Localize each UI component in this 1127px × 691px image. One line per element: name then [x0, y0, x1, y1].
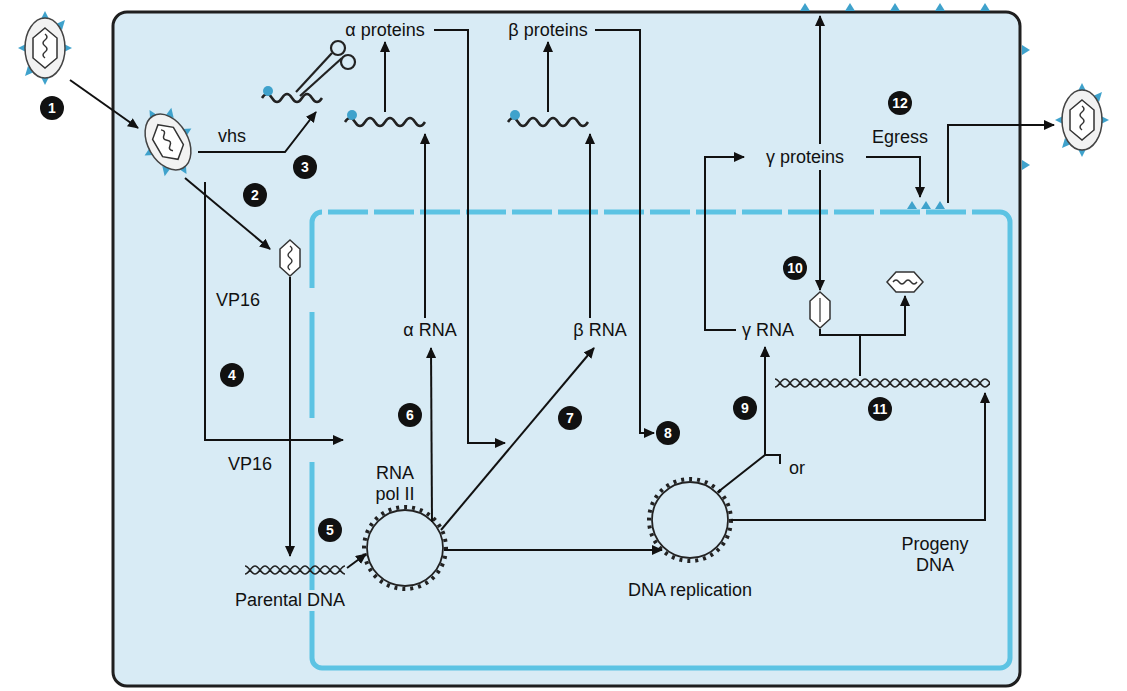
nuclear-pores — [322, 209, 1000, 216]
empty-capsid — [819, 298, 820, 322]
circular-dna — [364, 507, 446, 589]
text-label: vhs — [216, 126, 248, 147]
callout-number: 12 — [888, 91, 912, 115]
callout-number: 2 — [243, 183, 267, 207]
text-label: VP16 — [214, 290, 262, 311]
text-label: α RNA — [401, 320, 458, 341]
virion-fusing — [126, 96, 210, 187]
flow-arrows — [70, 16, 1054, 568]
callout-number: 7 — [558, 406, 582, 430]
nuclear-envelope — [312, 212, 1010, 668]
text-label: β proteins — [506, 20, 589, 41]
text-label: Parental DNA — [233, 590, 347, 611]
ribosome — [347, 110, 357, 120]
nuclear-pore — [309, 288, 316, 312]
text-label: VP16 — [226, 454, 274, 475]
text-label: α proteins — [343, 20, 426, 41]
ribosome — [263, 86, 273, 96]
callout-number: 3 — [293, 155, 317, 179]
surface-glycoproteins — [800, 3, 1030, 170]
capsid — [280, 240, 300, 276]
parental-dna — [245, 564, 345, 576]
mrna — [345, 118, 425, 126]
scissors — [296, 41, 355, 96]
callout-number: 11 — [868, 397, 892, 421]
text-label: or — [787, 458, 807, 479]
callout-number: 9 — [733, 396, 757, 420]
mrna — [262, 94, 322, 102]
text-label: β RNA — [571, 320, 628, 341]
mrna — [508, 118, 588, 126]
cell-membrane — [113, 12, 1020, 686]
replicating-dna — [652, 482, 728, 558]
progeny-dna — [775, 377, 990, 389]
virion — [18, 11, 72, 85]
callout-number: 4 — [220, 363, 244, 387]
callout-number: 5 — [318, 518, 342, 542]
ribosome — [510, 110, 520, 120]
callout-number: 8 — [656, 421, 680, 445]
callout-number: 10 — [783, 256, 807, 280]
text-label: Egress — [870, 127, 930, 148]
virion-released — [1055, 83, 1109, 157]
full-capsid — [887, 272, 923, 292]
text-label: γ RNA — [740, 320, 796, 341]
callout-number: 1 — [40, 96, 64, 120]
text-label: γ proteins — [764, 147, 846, 168]
empty-capsid — [810, 292, 830, 328]
text-label: RNA pol II — [366, 463, 425, 505]
text-label: Progeny DNA — [894, 534, 976, 576]
callout-number: 6 — [398, 403, 422, 427]
text-label: DNA replication — [626, 580, 754, 601]
envelope-glycoproteins — [907, 201, 945, 209]
